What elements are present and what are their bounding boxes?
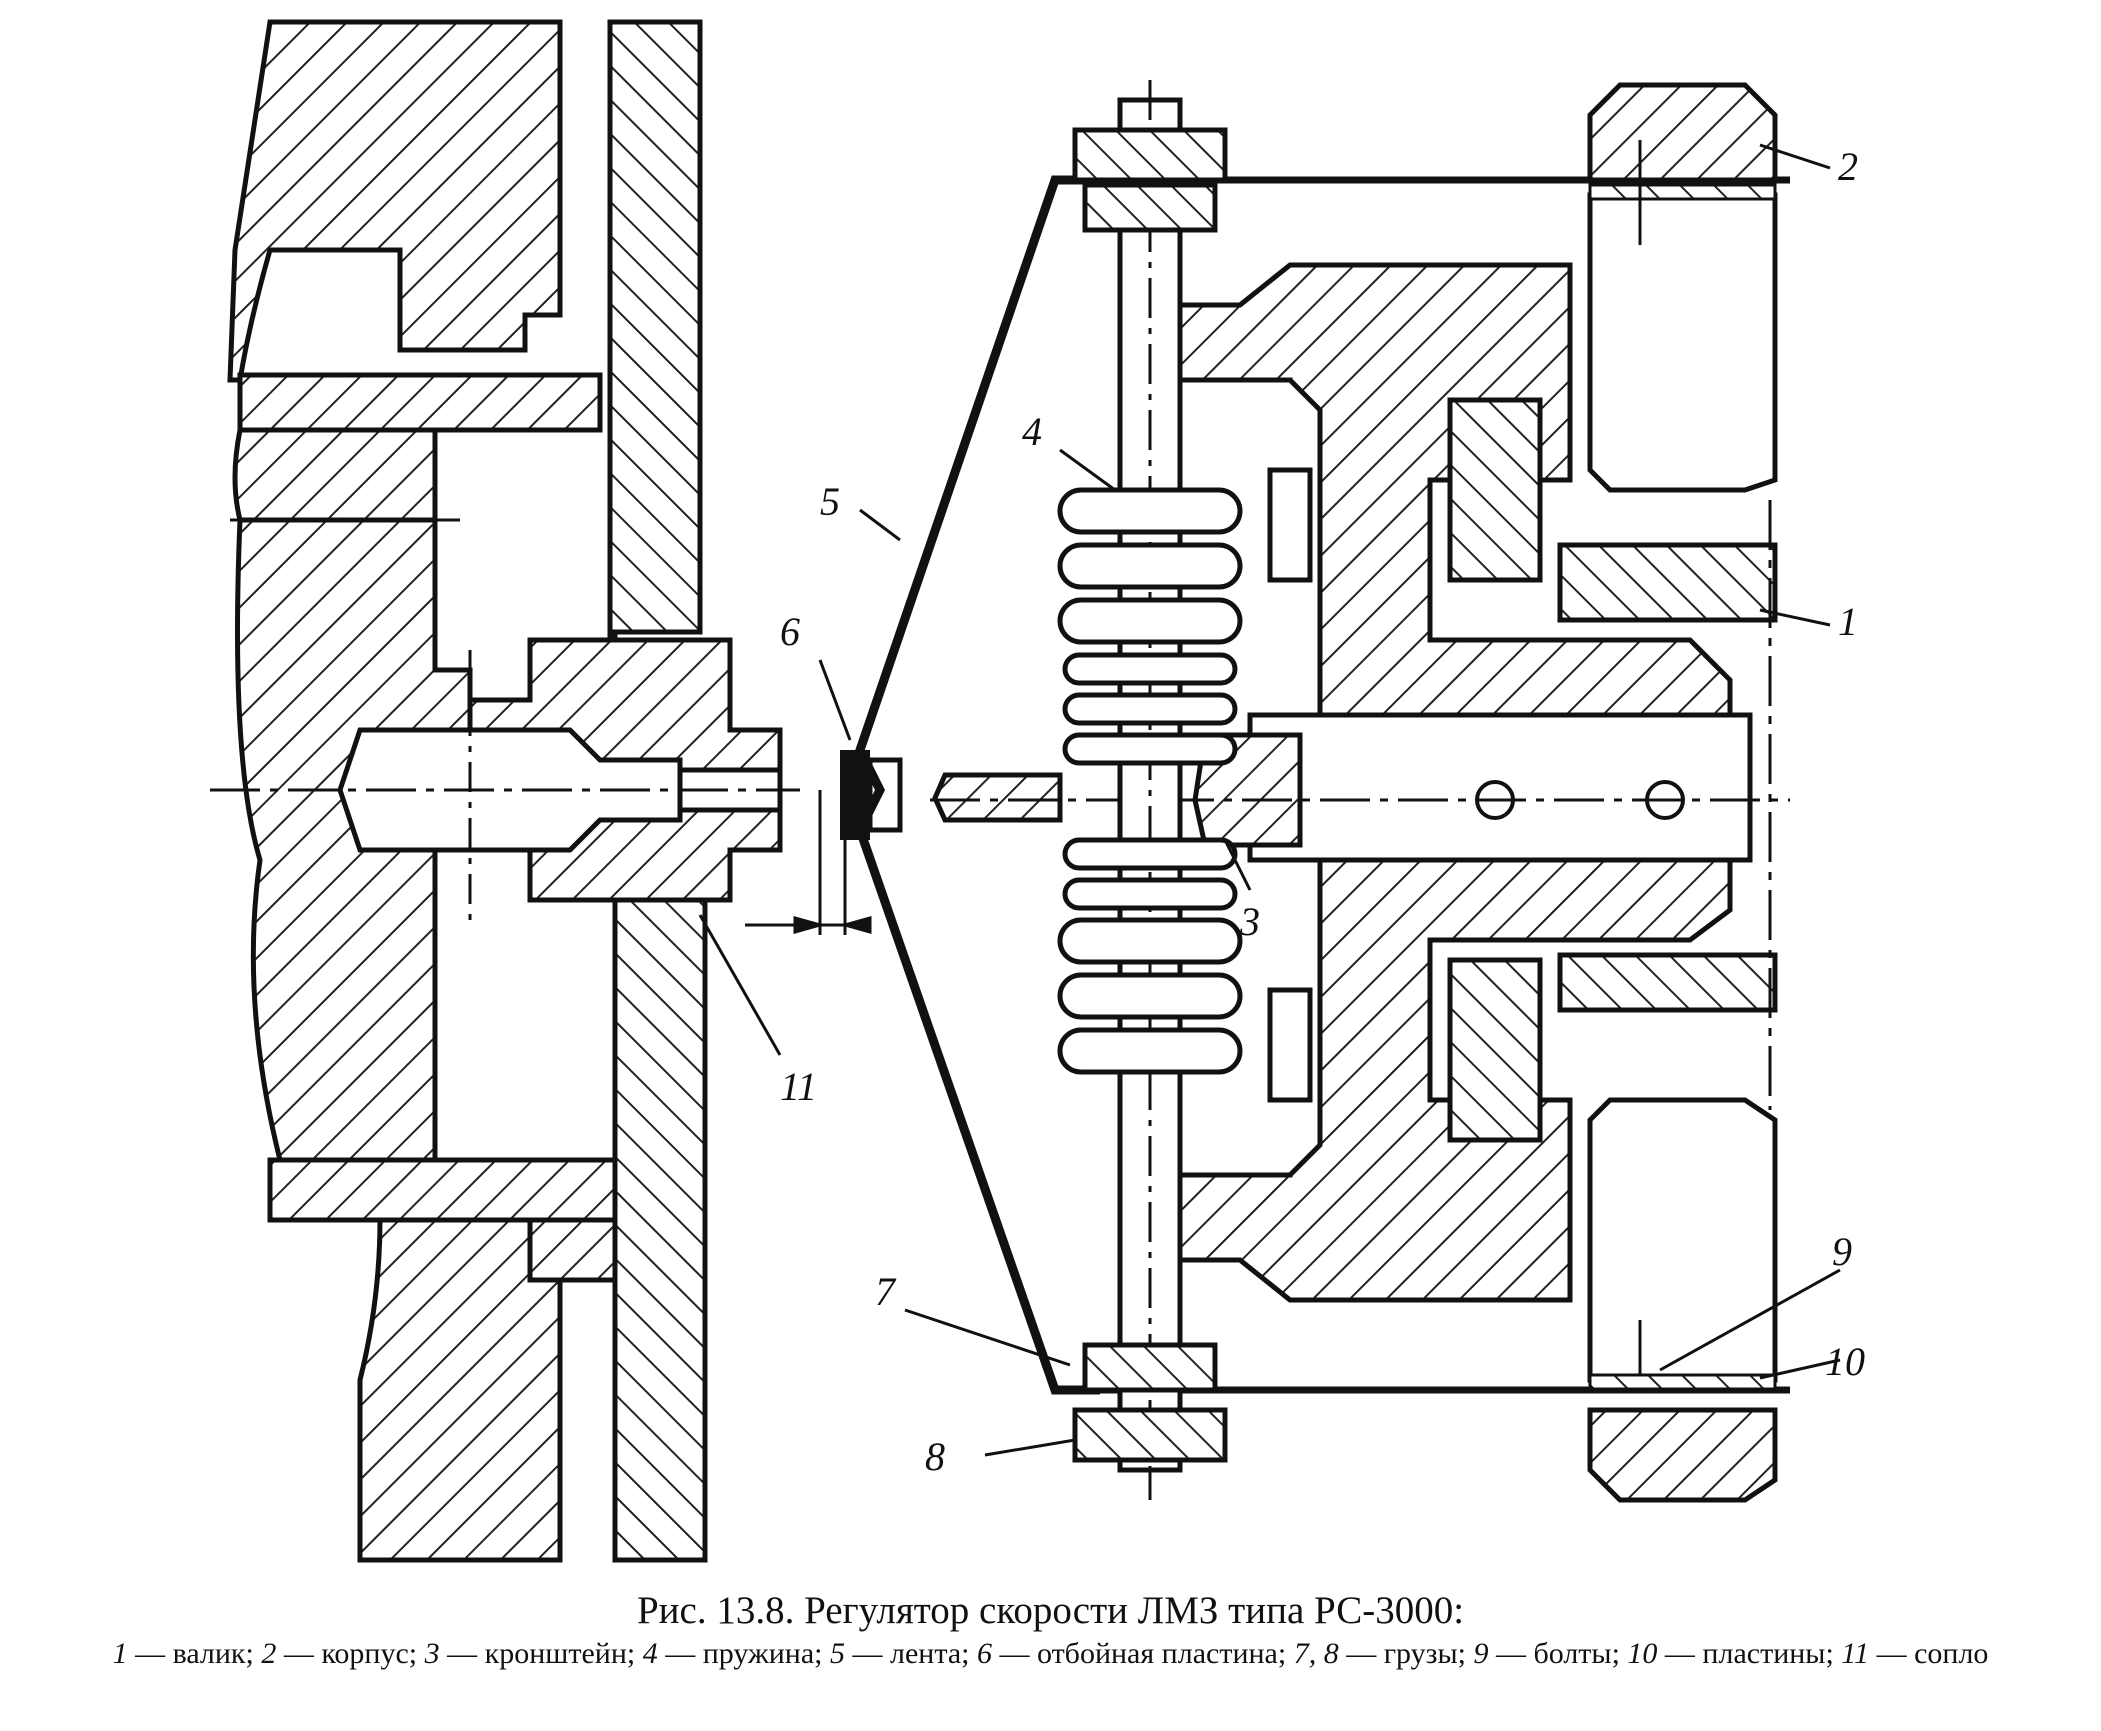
label-4: 4 (1022, 409, 1042, 454)
legend-text: — отбойная пластина; (991, 1637, 1294, 1670)
legend-text: — сопло (1869, 1637, 1989, 1670)
wall-plate-lower (612, 897, 708, 1563)
striker-plate (840, 750, 870, 840)
caption-title: Рис. 13.8. Регулятор скорости ЛМЗ типа Р… (636, 1589, 1465, 1632)
shaft (1557, 542, 1778, 623)
legend-number: 1 (112, 1637, 128, 1670)
label-10: 10 (1825, 1339, 1865, 1384)
shaft-lower (1557, 952, 1778, 1013)
casing-bottom (1587, 1407, 1778, 1503)
lower-flange (267, 1157, 623, 1223)
legend-number: 4 (642, 1637, 658, 1670)
lower-step (527, 1217, 623, 1283)
legend-number: 6 (976, 1637, 992, 1670)
legend-text: — корпус; (276, 1637, 425, 1670)
label-7: 7 (875, 1269, 897, 1314)
left-housing (227, 19, 783, 1563)
label-2: 2 (1838, 144, 1858, 189)
legend-text: — кронштейн; (439, 1637, 643, 1670)
gap-dimension (745, 790, 872, 935)
label-11: 11 (780, 1064, 817, 1109)
label-9: 9 (1832, 1229, 1852, 1274)
spring (1057, 487, 1243, 1075)
label-8: 8 (925, 1434, 945, 1479)
weight-top (1072, 127, 1228, 233)
legend-number: 2 (261, 1637, 277, 1670)
caption-legend: 1 — валик; 2 — корпус; 3 — кронштейн; 4 … (0, 1634, 2101, 1674)
housing-lower-block (357, 1217, 563, 1563)
casing-bottom-inner (1587, 1097, 1778, 1383)
band (855, 175, 1100, 1395)
label-5: 5 (820, 479, 840, 524)
wall-plate-upper (607, 19, 703, 635)
upper-flange (237, 372, 603, 433)
label-6: 6 (780, 609, 800, 654)
label-3: 3 (1239, 899, 1260, 944)
label-1: 1 (1838, 599, 1858, 644)
upper-bushing (1447, 397, 1543, 583)
legend-text: — лента; (845, 1637, 977, 1670)
plates-top (1588, 183, 1777, 201)
casing-top-inner (1587, 192, 1778, 493)
legend-text: — валик; (127, 1637, 262, 1670)
housing-upper-block (227, 19, 563, 383)
legend-number: 11 (1841, 1637, 1870, 1670)
legend-number: 3 (424, 1637, 440, 1670)
figure-caption: Рис. 13.8. Регулятор скорости ЛМЗ типа Р… (0, 1588, 2101, 1674)
weight-bottom (1072, 1342, 1228, 1463)
central-bore (1247, 712, 1753, 863)
leader-lines (698, 143, 1841, 1457)
legend-text: — пластины; (1657, 1637, 1842, 1670)
legend-number: 7, 8 (1293, 1637, 1339, 1670)
plates-bottom (1588, 1373, 1777, 1391)
legend-text: — грузы; (1338, 1637, 1474, 1670)
upper-web (232, 427, 438, 523)
technical-drawing: 1 2 3 4 5 6 7 8 9 10 11 (210, 19, 1865, 1563)
bracket-arm (932, 772, 1063, 823)
legend-number: 5 (830, 1637, 845, 1670)
legend-number: 9 (1473, 1637, 1489, 1670)
casing-top (1587, 82, 1778, 183)
lower-bushing (1447, 957, 1543, 1143)
legend-number: 10 (1627, 1637, 1658, 1670)
legend-text: — болты; (1488, 1637, 1628, 1670)
legend-text: — пружина; (657, 1637, 830, 1670)
